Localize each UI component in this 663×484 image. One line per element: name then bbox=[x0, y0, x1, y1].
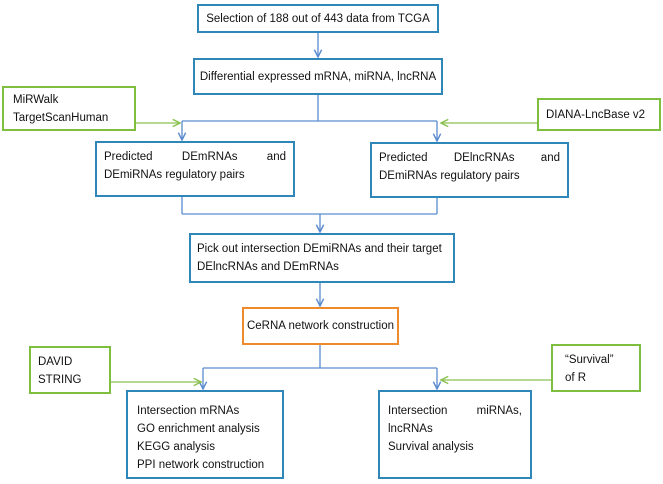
david-line2: STRING bbox=[38, 374, 82, 386]
selection-box: Selection of 188 out of 443 data from TC… bbox=[197, 4, 439, 33]
pick-out-box: Pick out intersection DEmiRNAs and their… bbox=[189, 233, 455, 283]
david-line1: DAVID bbox=[38, 356, 73, 368]
analysis-right-line3: Survival analysis bbox=[388, 441, 474, 453]
analysis-right-line1: Intersection miRNAs, bbox=[388, 405, 522, 417]
analysis-right-box: Intersection miRNAs, lncRNAs Survival an… bbox=[378, 390, 532, 479]
predicted-left-line2: DEmiRNAs regulatory pairs bbox=[104, 169, 245, 181]
pick-out-line2: DElncRNAs and DEmRNAs bbox=[197, 261, 339, 273]
analysis-left-line4: PPI network construction bbox=[137, 459, 265, 471]
survival-r-box: “Survival” of R bbox=[551, 344, 641, 392]
tools-right-box: DIANA-LncBase v2 bbox=[537, 98, 661, 131]
analysis-left-line2: GO enrichment analysis bbox=[137, 423, 260, 435]
tools-left-line2: TargetScanHuman bbox=[13, 112, 109, 124]
predicted-right-line2: DEmiRNAs regulatory pairs bbox=[379, 170, 520, 182]
tools-left-box: MiRWalk TargetScanHuman bbox=[2, 86, 136, 131]
predicted-right-line1: Predicted DElncRNAs and bbox=[379, 152, 560, 164]
analysis-left-line3: KEGG analysis bbox=[137, 441, 215, 453]
predicted-left-box: Predicted DEmRNAs and DEmiRNAs regulator… bbox=[95, 141, 295, 197]
cerna-box: CeRNA network construction bbox=[242, 307, 399, 345]
survival-r-line2: of R bbox=[565, 372, 587, 384]
david-box: DAVID STRING bbox=[29, 346, 111, 394]
tools-right-text: DIANA-LncBase v2 bbox=[546, 109, 646, 121]
analysis-right-line2: lncRNAs bbox=[388, 423, 433, 435]
tools-left-line1: MiRWalk bbox=[13, 94, 59, 106]
cerna-text: CeRNA network construction bbox=[246, 320, 394, 332]
differential-box: Differential expressed mRNA, miRNA, lncR… bbox=[193, 58, 443, 95]
analysis-left-line1: Intersection mRNAs bbox=[137, 405, 240, 417]
pick-out-line1: Pick out intersection DEmiRNAs and their… bbox=[197, 243, 442, 255]
predicted-left-line1: Predicted DEmRNAs and bbox=[104, 151, 286, 163]
predicted-right-box: Predicted DElncRNAs and DEmiRNAs regulat… bbox=[370, 142, 569, 198]
selection-text: Selection of 188 out of 443 data from TC… bbox=[206, 13, 430, 25]
analysis-left-box: Intersection mRNAs GO enrichment analysi… bbox=[126, 390, 284, 479]
survival-r-line1: “Survival” bbox=[565, 354, 614, 366]
differential-text: Differential expressed mRNA, miRNA, lncR… bbox=[199, 71, 437, 83]
